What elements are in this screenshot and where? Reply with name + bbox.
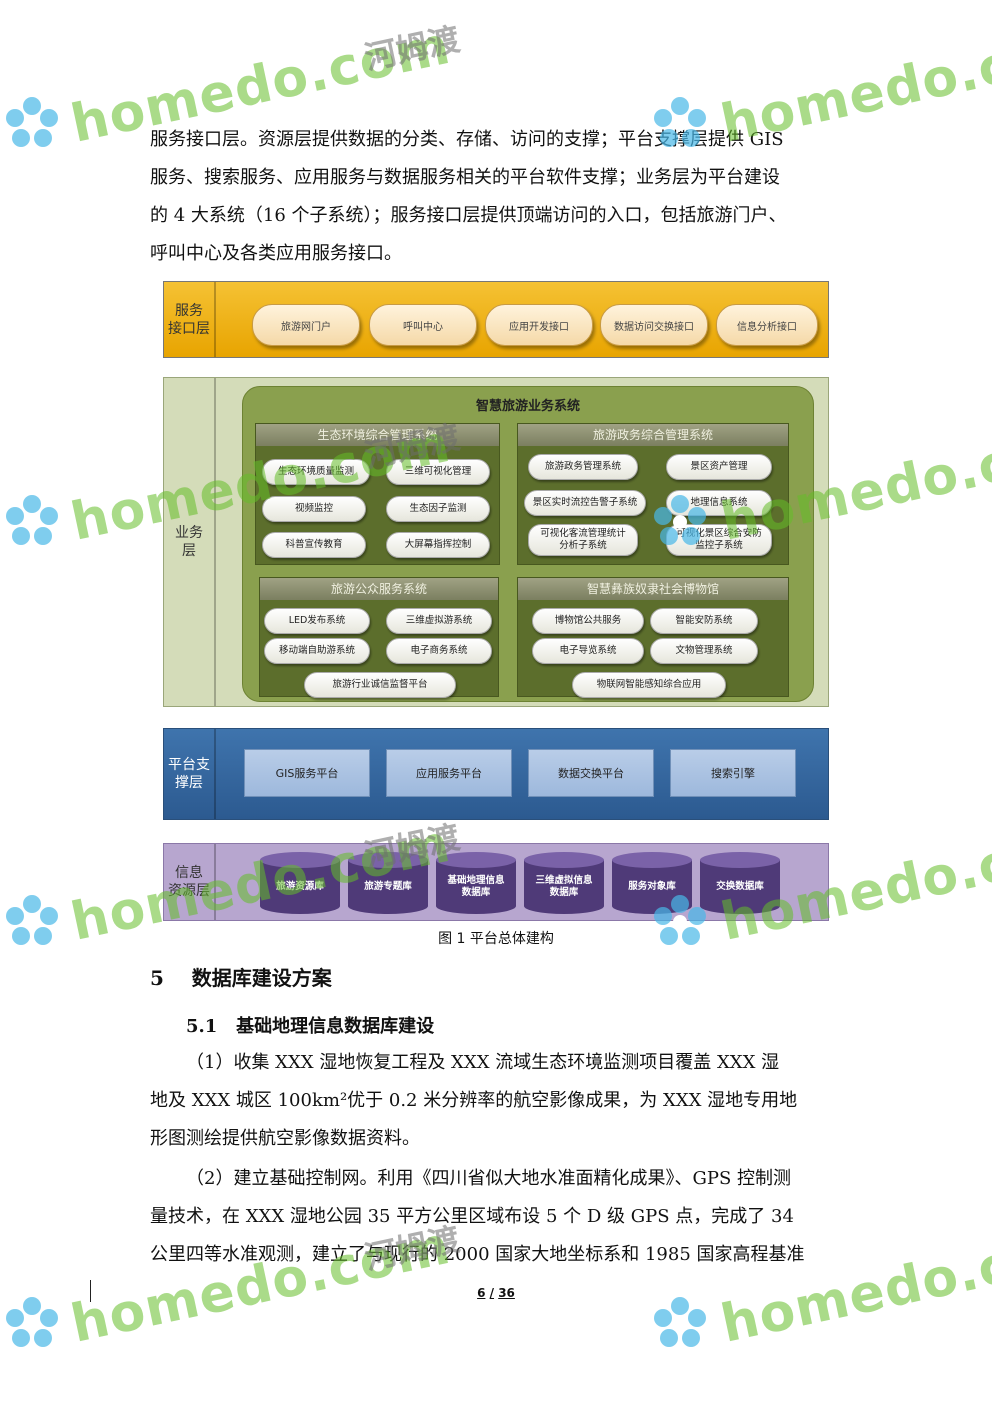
subsystem-item: 旅游行业诚信监督平台 — [304, 672, 456, 698]
paragraph-1: （1）收集 XXX 湿地恢复工程及 XXX 流域生态环境监测项目覆盖 XXX 湿… — [150, 1044, 842, 1158]
information-resource-layer: 信息 资源层 旅游资源库 旅游专题库 基础地理信息 数据库 三维虚拟信息 数据库… — [163, 843, 829, 921]
subsystem-government: 旅游政务综合管理系统 旅游政务管理系统 景区资产管理 景区实时流控告警子系统 地… — [517, 423, 789, 565]
text-line: 呼叫中心及各类应用服务接口。 — [150, 243, 402, 264]
business-layer: 业务 层 智慧旅游业务系统 生态环境综合管理系统 生态环境质量监测 三维可视化管… — [163, 377, 829, 707]
service-item: 应用开发接口 — [485, 304, 593, 346]
smart-tourism-system: 智慧旅游业务系统 生态环境综合管理系统 生态环境质量监测 三维可视化管理 视频监… — [242, 386, 814, 702]
service-interface-layer: 服务 接口层 旅游网门户 呼叫中心 应用开发接口 数据访问交换接口 信息分析接口 — [163, 281, 829, 358]
database-label: 旅游资源库 — [276, 881, 324, 892]
subsystem-museum: 智慧彝族奴隶社会博物馆 博物馆公共服务 智能安防系统 电子导览系统 文物管理系统… — [517, 577, 789, 698]
text-line: 公里四等水准观测，建立了与现行的 2000 国家大地坐标系和 1985 国家高程… — [150, 1244, 805, 1265]
subsystem-item: 生态因子监测 — [386, 496, 490, 522]
subsystem-public-service: 旅游公众服务系统 LED发布系统 三维虚拟游系统 移动端自助游系统 电子商务系统… — [259, 577, 499, 698]
database-cylinder: 基础地理信息 数据库 — [436, 852, 516, 914]
subsystem-item: 博物馆公共服务 — [532, 608, 644, 634]
watermark-cn: 河姆渡 — [361, 19, 464, 78]
database-cylinder: 旅游资源库 — [260, 852, 340, 914]
subsystem-item: 物联网智能感知综合应用 — [572, 672, 726, 698]
margin-bar — [90, 1280, 91, 1302]
database-label: 三维虚拟信息 数据库 — [535, 875, 593, 898]
subsection-heading: 5.1 基础地理信息数据库建设 — [186, 1012, 434, 1038]
subsection-title: 基础地理信息数据库建设 — [236, 1016, 435, 1037]
subsystem-item: 生态环境质量监测 — [262, 459, 370, 485]
subsystem-item: 可视化客流管理统计 分析子系统 — [528, 524, 638, 556]
subsystem-title: 旅游政务综合管理系统 — [518, 424, 788, 446]
text-line: 形图测绘提供航空影像数据资料。 — [150, 1128, 420, 1149]
intro-paragraph: 服务接口层。资源层提供数据的分类、存储、访问的支撑；平台支撑层提供 GIS 服务… — [150, 121, 842, 273]
subsystem-item: 电子导览系统 — [532, 638, 644, 664]
subsystem-item: 景区实时流控告警子系统 — [524, 490, 646, 516]
subsystem-item: 三维可视化管理 — [386, 459, 490, 485]
subsystem-item: 移动端自助游系统 — [264, 638, 370, 664]
subsystem-title: 智慧彝族奴隶社会博物馆 — [518, 578, 788, 600]
section-number: 5 — [150, 966, 164, 990]
subsystem-item: 智能安防系统 — [650, 608, 758, 634]
layer-label: 业务 层 — [164, 378, 216, 706]
layer-label: 信息 资源层 — [164, 844, 216, 920]
text-line: 地及 XXX 城区 100km²优于 0.2 米分辨率的航空影像成果，为 XXX… — [150, 1090, 798, 1111]
platform-architecture-diagram: 服务 接口层 旅游网门户 呼叫中心 应用开发接口 数据访问交换接口 信息分析接口… — [163, 281, 831, 921]
database-cylinder: 旅游专题库 — [348, 852, 428, 914]
section-title: 数据库建设方案 — [191, 966, 332, 990]
total-pages: 36 — [498, 1286, 515, 1300]
layer-label: 服务 接口层 — [164, 282, 216, 357]
subsystem-item: 大屏幕指挥控制 — [386, 532, 490, 558]
text-line: 服务接口层。资源层提供数据的分类、存储、访问的支撑；平台支撑层提供 GIS — [150, 129, 784, 150]
text-line: 量技术，在 XXX 湿地公园 35 平方公里区域布设 5 个 D 级 GPS 点… — [150, 1206, 794, 1227]
text-line: 服务、搜索服务、应用服务与数据服务相关的平台软件支撑；业务层为平台建设 — [150, 167, 780, 188]
subsystem-title: 生态环境综合管理系统 — [256, 424, 499, 446]
flower-logo-icon — [6, 97, 58, 147]
page-separator: / — [489, 1286, 495, 1300]
subsection-number: 5.1 — [186, 1016, 218, 1037]
database-label: 旅游专题库 — [364, 881, 412, 892]
layer-label: 平台支 撑层 — [164, 729, 216, 819]
database-label: 基础地理信息 数据库 — [447, 875, 505, 898]
flower-logo-icon — [654, 1297, 706, 1347]
subsystem-item: 科普宣传教育 — [262, 532, 366, 558]
text-line: （2）建立基础控制网。利用《四川省似大地水准面精化成果》、GPS 控制测 — [186, 1168, 791, 1189]
system-title: 智慧旅游业务系统 — [475, 399, 580, 414]
current-page: 6 — [477, 1286, 486, 1300]
text-line: （1）收集 XXX 湿地恢复工程及 XXX 流域生态环境监测项目覆盖 XXX 湿 — [186, 1052, 780, 1073]
database-label: 交换数据库 — [716, 881, 764, 892]
subsystem-item: 旅游政务管理系统 — [528, 454, 638, 480]
subsystem-item: 视频监控 — [262, 496, 366, 522]
section-heading: 5 数据库建设方案 — [150, 962, 332, 991]
subsystem-item: 可视化景区综合安防 监控子系统 — [666, 524, 772, 556]
platform-item: 数据交换平台 — [528, 749, 654, 797]
database-cylinder: 交换数据库 — [700, 852, 780, 914]
service-item: 信息分析接口 — [716, 304, 818, 346]
text-line: 的 4 大系统（16 个子系统）；服务接口层提供顶端访问的入口，包括旅游门户、 — [150, 205, 787, 226]
platform-support-layer: 平台支 撑层 GIS服务平台 应用服务平台 数据交换平台 搜索引擎 — [163, 728, 829, 820]
platform-item: 应用服务平台 — [386, 749, 512, 797]
subsystem-item: 景区资产管理 — [666, 454, 772, 480]
platform-item: 搜索引擎 — [670, 749, 796, 797]
database-cylinder: 三维虚拟信息 数据库 — [524, 852, 604, 914]
service-item: 呼叫中心 — [369, 304, 477, 346]
figure-caption: 图 1 平台总体建构 — [438, 931, 554, 947]
subsystem-item: 文物管理系统 — [650, 638, 758, 664]
flower-logo-icon — [6, 1297, 58, 1347]
database-label: 服务对象库 — [628, 881, 676, 892]
page-number: 6 / 36 — [0, 1286, 992, 1300]
subsystem-item: LED发布系统 — [264, 608, 370, 634]
flower-logo-icon — [6, 495, 58, 545]
subsystem-ecology: 生态环境综合管理系统 生态环境质量监测 三维可视化管理 视频监控 生态因子监测 … — [255, 423, 500, 565]
database-cylinder: 服务对象库 — [612, 852, 692, 914]
service-item: 旅游网门户 — [252, 304, 360, 346]
platform-item: GIS服务平台 — [244, 749, 370, 797]
paragraph-2: （2）建立基础控制网。利用《四川省似大地水准面精化成果》、GPS 控制测 量技术… — [150, 1160, 842, 1274]
subsystem-item: 地理信息系统 — [666, 490, 772, 516]
subsystem-item: 电子商务系统 — [386, 638, 492, 664]
subsystem-item: 三维虚拟游系统 — [386, 608, 492, 634]
service-item: 数据访问交换接口 — [600, 304, 708, 346]
subsystem-title: 旅游公众服务系统 — [260, 578, 498, 600]
